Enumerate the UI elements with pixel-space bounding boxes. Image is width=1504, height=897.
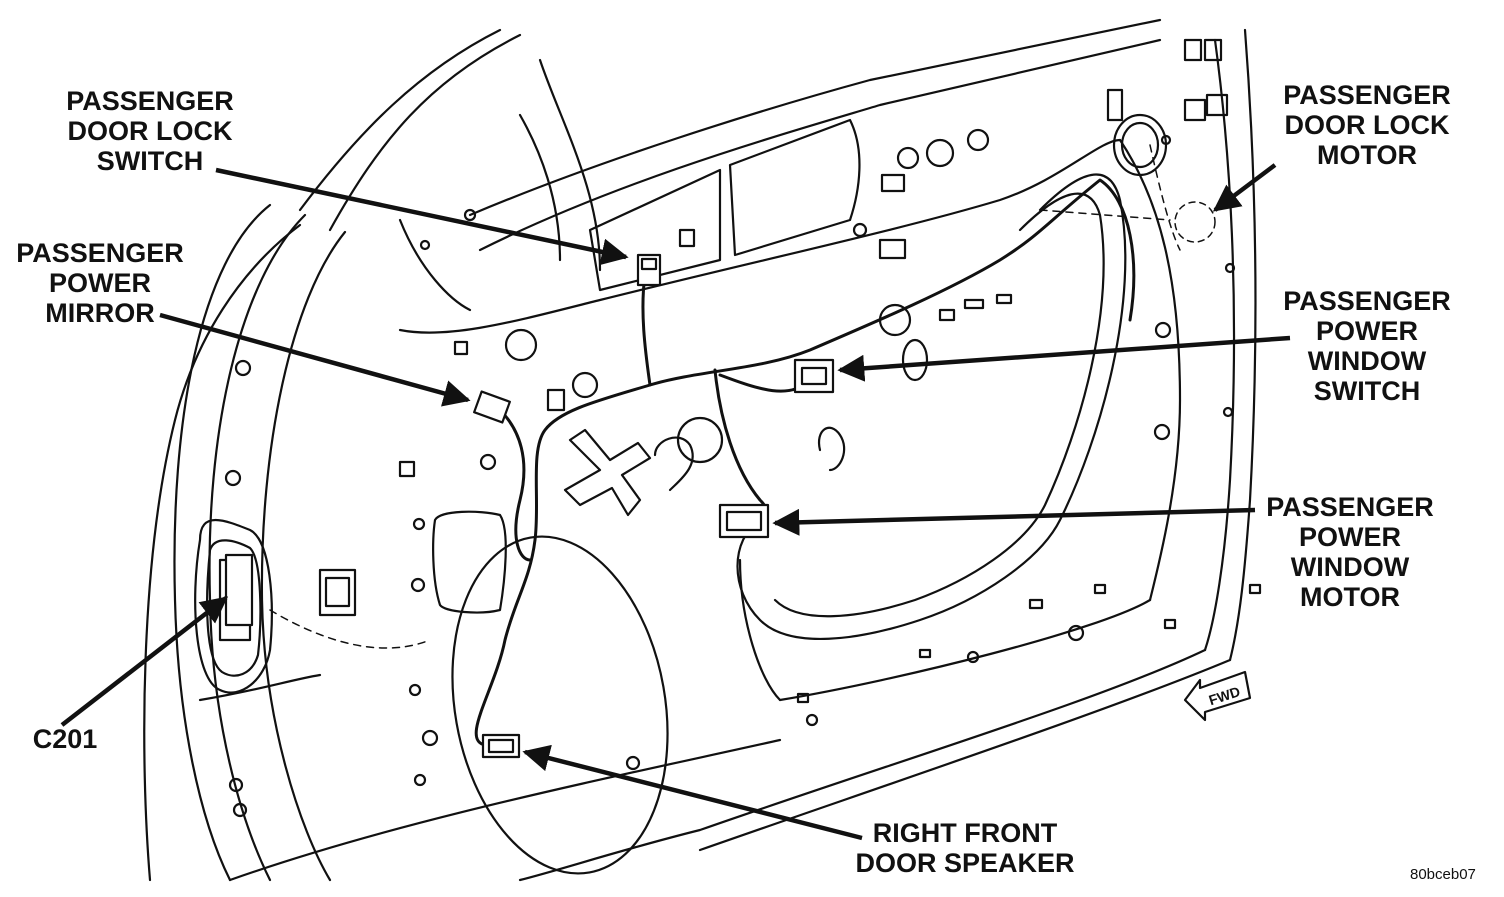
leader-door-lock-motor <box>1212 163 1277 212</box>
frame-curve-4 <box>208 213 307 882</box>
label-window-motor: PASSENGER POWER WINDOW MOTOR <box>1266 492 1434 612</box>
label-door-speaker: RIGHT FRONT DOOR SPEAKER <box>855 818 1075 878</box>
label-door-lock-motor: PASSENGER DOOR LOCK MOTOR <box>1283 80 1451 170</box>
figure-id: 80bceb07 <box>1410 866 1476 883</box>
leader-c201 <box>60 596 229 727</box>
door-inner-panel <box>398 138 1122 334</box>
speaker-outline <box>451 535 669 875</box>
frame-curve-2 <box>298 28 502 212</box>
label-c201: C201 <box>32 724 98 754</box>
label-door-lock-switch: PASSENGER DOOR LOCK SWITCH <box>66 86 234 176</box>
leader-power-mirror <box>159 312 471 407</box>
regulator-loop <box>736 173 1127 640</box>
label-window-switch: PASSENGER POWER WINDOW SWITCH <box>1283 286 1451 406</box>
wiring-harness <box>474 178 1136 747</box>
leader-door-lock-switch <box>215 167 629 266</box>
label-power-mirror: PASSENGER POWER MIRROR <box>16 238 184 328</box>
power-mirror-connector <box>473 390 511 424</box>
window-switch-connector <box>793 358 835 394</box>
leader-speaker <box>522 744 863 841</box>
frame-curve-3 <box>173 203 272 882</box>
handle-pocket <box>194 518 273 694</box>
leader-lines <box>60 163 1291 841</box>
c201-connector <box>224 553 254 627</box>
leader-window-switch <box>837 335 1291 382</box>
leader-window-motor <box>772 507 1256 536</box>
fwd-arrow-shape <box>1183 670 1252 722</box>
